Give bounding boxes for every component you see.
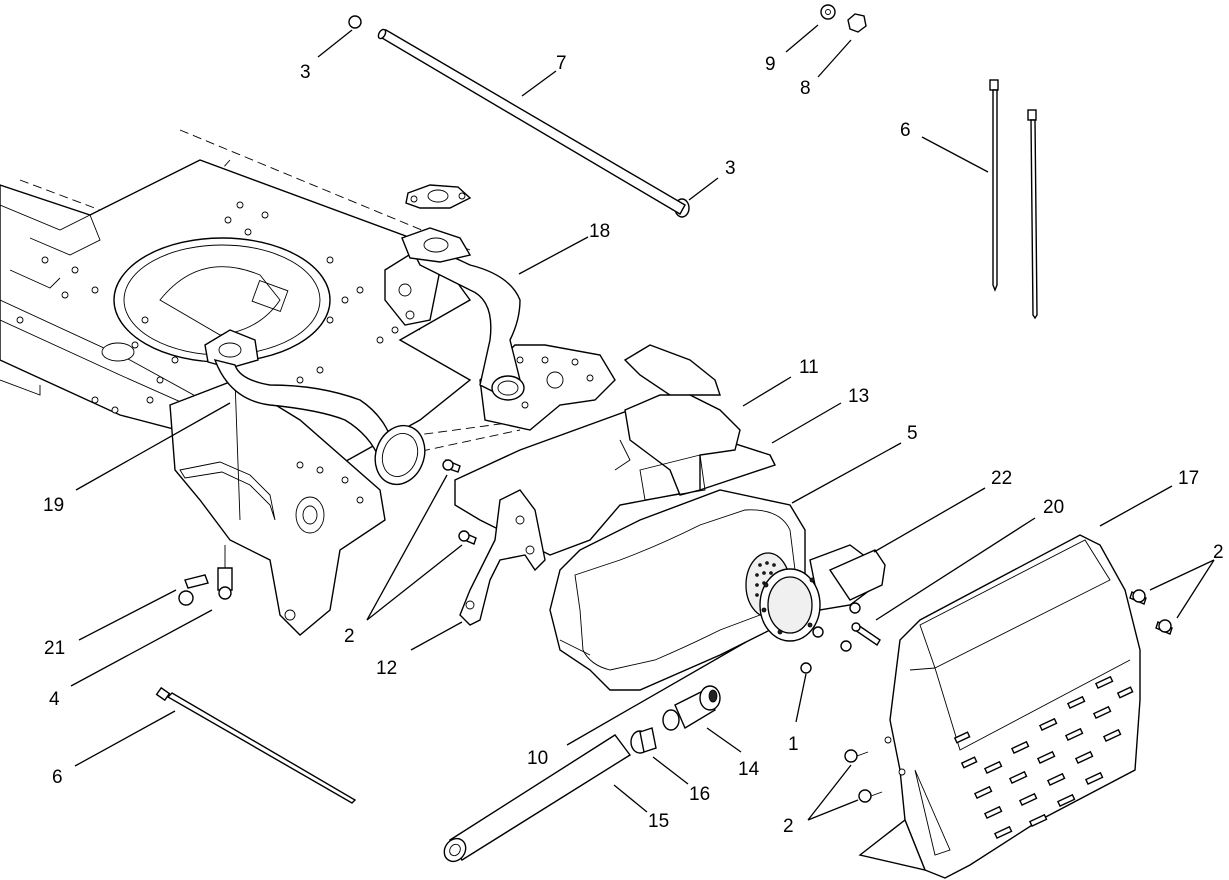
- callout-6-top: 6: [900, 120, 911, 141]
- callout-8: 8: [800, 78, 811, 99]
- callout-12: 12: [376, 658, 397, 679]
- rod-7: [377, 28, 686, 215]
- callout-11: 11: [799, 357, 819, 378]
- cable-tie-6-c: [155, 686, 357, 804]
- frame-holes: [16, 201, 399, 414]
- mounting-bracket-11: [614, 344, 741, 501]
- fasteners: [178, 4, 1173, 803]
- grille-cover-17: [858, 534, 1141, 879]
- chassis-frame: [0, 129, 616, 636]
- callout-2-center: 2: [344, 626, 355, 647]
- callout-2-bottom: 2: [783, 816, 794, 837]
- callout-labels: 3 7 9 8 6 3 18 11 13 5 22 20 17 2 19 2 1…: [43, 53, 1224, 837]
- exhaust-pipe-18: [401, 227, 525, 401]
- callout-15: 15: [648, 811, 669, 832]
- callout-14: 14: [738, 759, 760, 780]
- callout-3-top-left: 3: [300, 62, 311, 83]
- bracket-12: [459, 489, 546, 626]
- callout-9: 9: [765, 54, 776, 75]
- fitting-16: [630, 727, 657, 754]
- callout-13: 13: [848, 386, 869, 407]
- callout-7: 7: [556, 53, 567, 74]
- gasket: [405, 184, 472, 209]
- tube-15: [443, 734, 632, 863]
- leader-lines: [70, 24, 1215, 821]
- sensor-14: [662, 685, 721, 731]
- cable-tie-6-a: [989, 79, 999, 292]
- callout-20: 20: [1043, 497, 1064, 518]
- callout-2-right: 2: [1213, 542, 1224, 563]
- callout-10: 10: [527, 748, 548, 769]
- callout-4: 4: [49, 689, 60, 710]
- callout-17: 17: [1178, 468, 1199, 489]
- callout-18: 18: [589, 221, 610, 242]
- callout-5: 5: [907, 423, 918, 444]
- grille-vents: [953, 675, 1134, 840]
- exhaust-pipe-19: [204, 329, 426, 486]
- callout-22: 22: [991, 468, 1012, 489]
- screw-20: [851, 622, 881, 646]
- end-cap-22: [759, 544, 886, 642]
- callout-3-right: 3: [725, 158, 736, 179]
- callout-16: 16: [689, 784, 710, 805]
- callout-6-bottom: 6: [52, 767, 63, 788]
- cable-tie-6-b: [1027, 109, 1038, 320]
- callout-21: 21: [44, 638, 65, 659]
- callout-19: 19: [43, 495, 64, 516]
- callout-1: 1: [788, 734, 799, 755]
